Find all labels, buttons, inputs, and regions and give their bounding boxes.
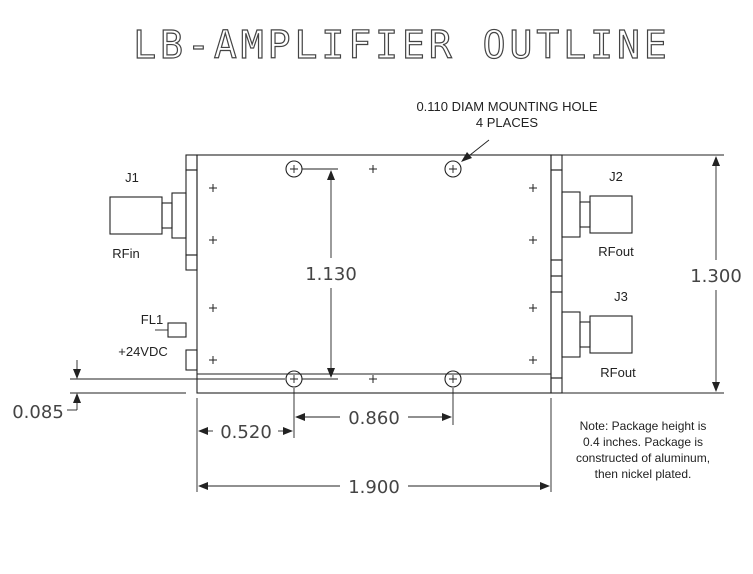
package-body	[185, 154, 563, 394]
dimension-hole-offset-x	[198, 427, 293, 435]
mounting-hole-label-line1: 0.110 DIAM MOUNTING HOLE	[416, 99, 597, 114]
dimension-height-value: 1.300	[690, 266, 742, 287]
fl1-feedthrough	[155, 322, 187, 338]
j1-ref-label: J1	[125, 170, 139, 185]
j1-connector	[109, 192, 187, 239]
mounting-hole-label-line2: 4 PLACES	[476, 115, 538, 130]
fl1-signal-label: +24VDC	[118, 344, 168, 359]
mounting-hole-top-left	[285, 160, 303, 178]
mounting-hole-top-right	[444, 160, 462, 178]
j3-connector	[561, 311, 633, 358]
dimension-width	[198, 482, 550, 490]
extension-lines	[196, 388, 552, 492]
j3-signal-label: RFout	[600, 365, 636, 380]
dimension-hole-spacing-horizontal-value: 0.860	[348, 408, 400, 429]
dimension-hole-offset-x-value: 0.520	[220, 422, 272, 443]
note-line2: 0.4 inches. Package is	[583, 435, 703, 449]
note-line4: then nickel plated.	[595, 467, 692, 481]
dimension-hole-spacing-horizontal	[295, 413, 452, 421]
note-line1: Note: Package height is	[580, 419, 707, 433]
note-line3: constructed of aluminum,	[576, 451, 710, 465]
j2-ref-label: J2	[609, 169, 623, 184]
screw-markers	[209, 165, 537, 383]
dimension-height	[562, 154, 724, 394]
j1-signal-label: RFin	[112, 246, 139, 261]
dimension-edge-offset	[67, 360, 285, 411]
fl1-ref-label: FL1	[141, 312, 163, 327]
drawing-title: LB-AMPLIFIER OUTLINE	[133, 23, 671, 67]
j2-connector	[561, 191, 633, 238]
mounting-hole-leader	[461, 139, 490, 162]
j3-ref-label: J3	[614, 289, 628, 304]
dimension-hole-spacing-vertical-value: 1.130	[305, 264, 357, 285]
mounting-hole-bottom-right	[444, 370, 462, 388]
dimension-edge-offset-value: 0.085	[12, 402, 64, 423]
dimension-width-value: 1.900	[348, 477, 400, 498]
mounting-hole-bottom-left	[285, 370, 303, 388]
j2-signal-label: RFout	[598, 244, 634, 259]
dimension-hole-spacing-vertical	[302, 168, 338, 380]
